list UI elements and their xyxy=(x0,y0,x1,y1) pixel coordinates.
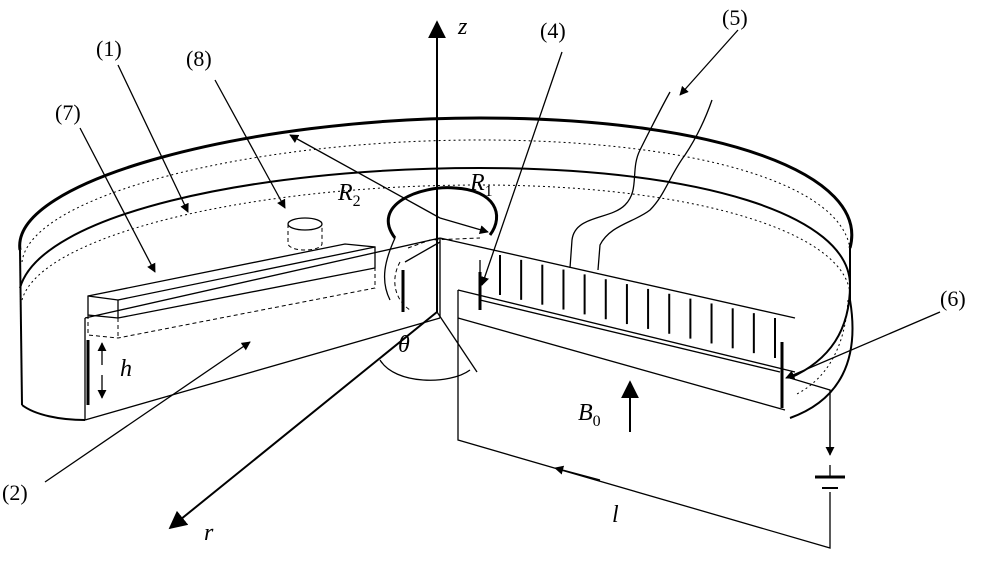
right-channel xyxy=(439,237,796,411)
height-label: h xyxy=(120,356,132,382)
outer-cylinder-wall xyxy=(18,116,854,421)
r-axis-label: r xyxy=(204,520,214,546)
current-arrow xyxy=(554,465,601,481)
electrode-comb xyxy=(499,255,776,358)
bar-element xyxy=(87,243,376,339)
length-label: l xyxy=(612,502,619,528)
theta-label: θ xyxy=(398,332,410,358)
radius-outer-label: R2 xyxy=(337,180,361,210)
z-axis-label: z xyxy=(457,14,468,40)
r-axis-line xyxy=(168,311,438,530)
label-part-4: (4) xyxy=(540,18,566,43)
label-part-5: (5) xyxy=(722,5,748,30)
radius-inner-label: R1 xyxy=(469,170,493,200)
external-circuit xyxy=(457,318,845,549)
theta-arc xyxy=(379,359,471,381)
small-cylinder xyxy=(287,217,323,251)
label-part-2: (2) xyxy=(2,480,28,505)
axes xyxy=(168,20,478,530)
label-part-1: (1) xyxy=(96,36,122,61)
label-part-6: (6) xyxy=(940,286,966,311)
field-label: B0 xyxy=(578,400,601,430)
left-channel xyxy=(84,237,441,421)
leader-arrows xyxy=(44,29,941,483)
label-part-7: (7) xyxy=(55,100,81,125)
label-part-8: (8) xyxy=(186,46,212,71)
wires xyxy=(569,91,713,271)
